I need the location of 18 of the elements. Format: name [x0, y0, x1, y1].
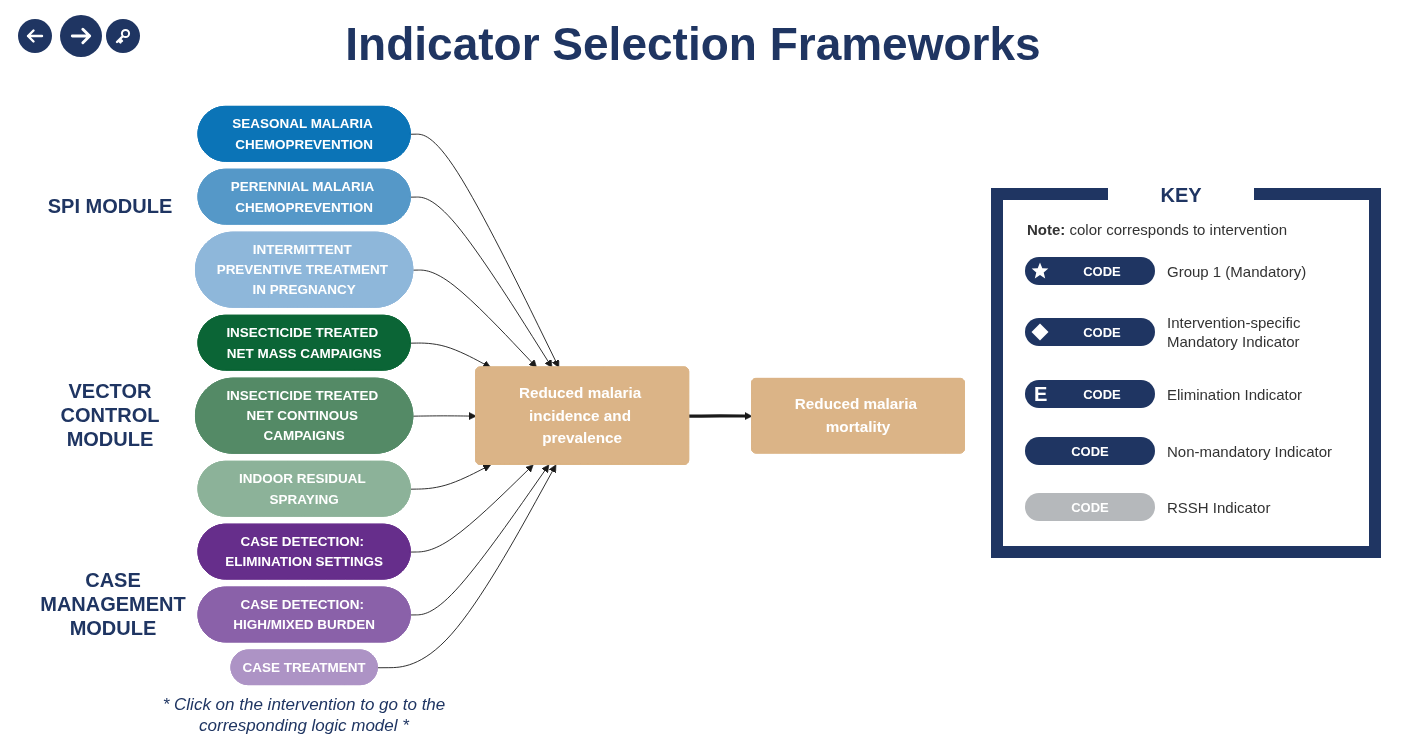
- note-text: Note: color corresponds to intervention: [1027, 221, 1288, 238]
- module-label: VECTOR CONTROL MODULE: [59, 379, 161, 451]
- code-label: CODE: [1083, 263, 1121, 279]
- module-label: CASE MANAGEMENT MODULE: [39, 568, 187, 640]
- code-label: CODE: [1083, 386, 1121, 402]
- title: Indicator Selection Frameworks: [344, 17, 1042, 72]
- legend-text: Non-mandatory Indicator: [1167, 441, 1333, 461]
- legend-text: Elimination Indicator: [1167, 384, 1303, 404]
- legend-text: RSSH Indicator: [1167, 497, 1271, 517]
- code-label: CODE: [1083, 324, 1121, 340]
- legend-text: Intervention-specific Mandatory Indicator: [1167, 313, 1302, 351]
- code-label: CODE: [1071, 499, 1109, 515]
- arrow: [689, 411, 753, 420]
- module-label: SPI MODULE: [46, 194, 174, 218]
- code-label: CODE: [1071, 443, 1109, 459]
- footnote: * Click on the intervention to go to the corresponding logic model *: [161, 694, 447, 736]
- legend-text: Group 1 (Mandatory): [1167, 261, 1307, 281]
- elimination-letter: E: [1034, 383, 1048, 405]
